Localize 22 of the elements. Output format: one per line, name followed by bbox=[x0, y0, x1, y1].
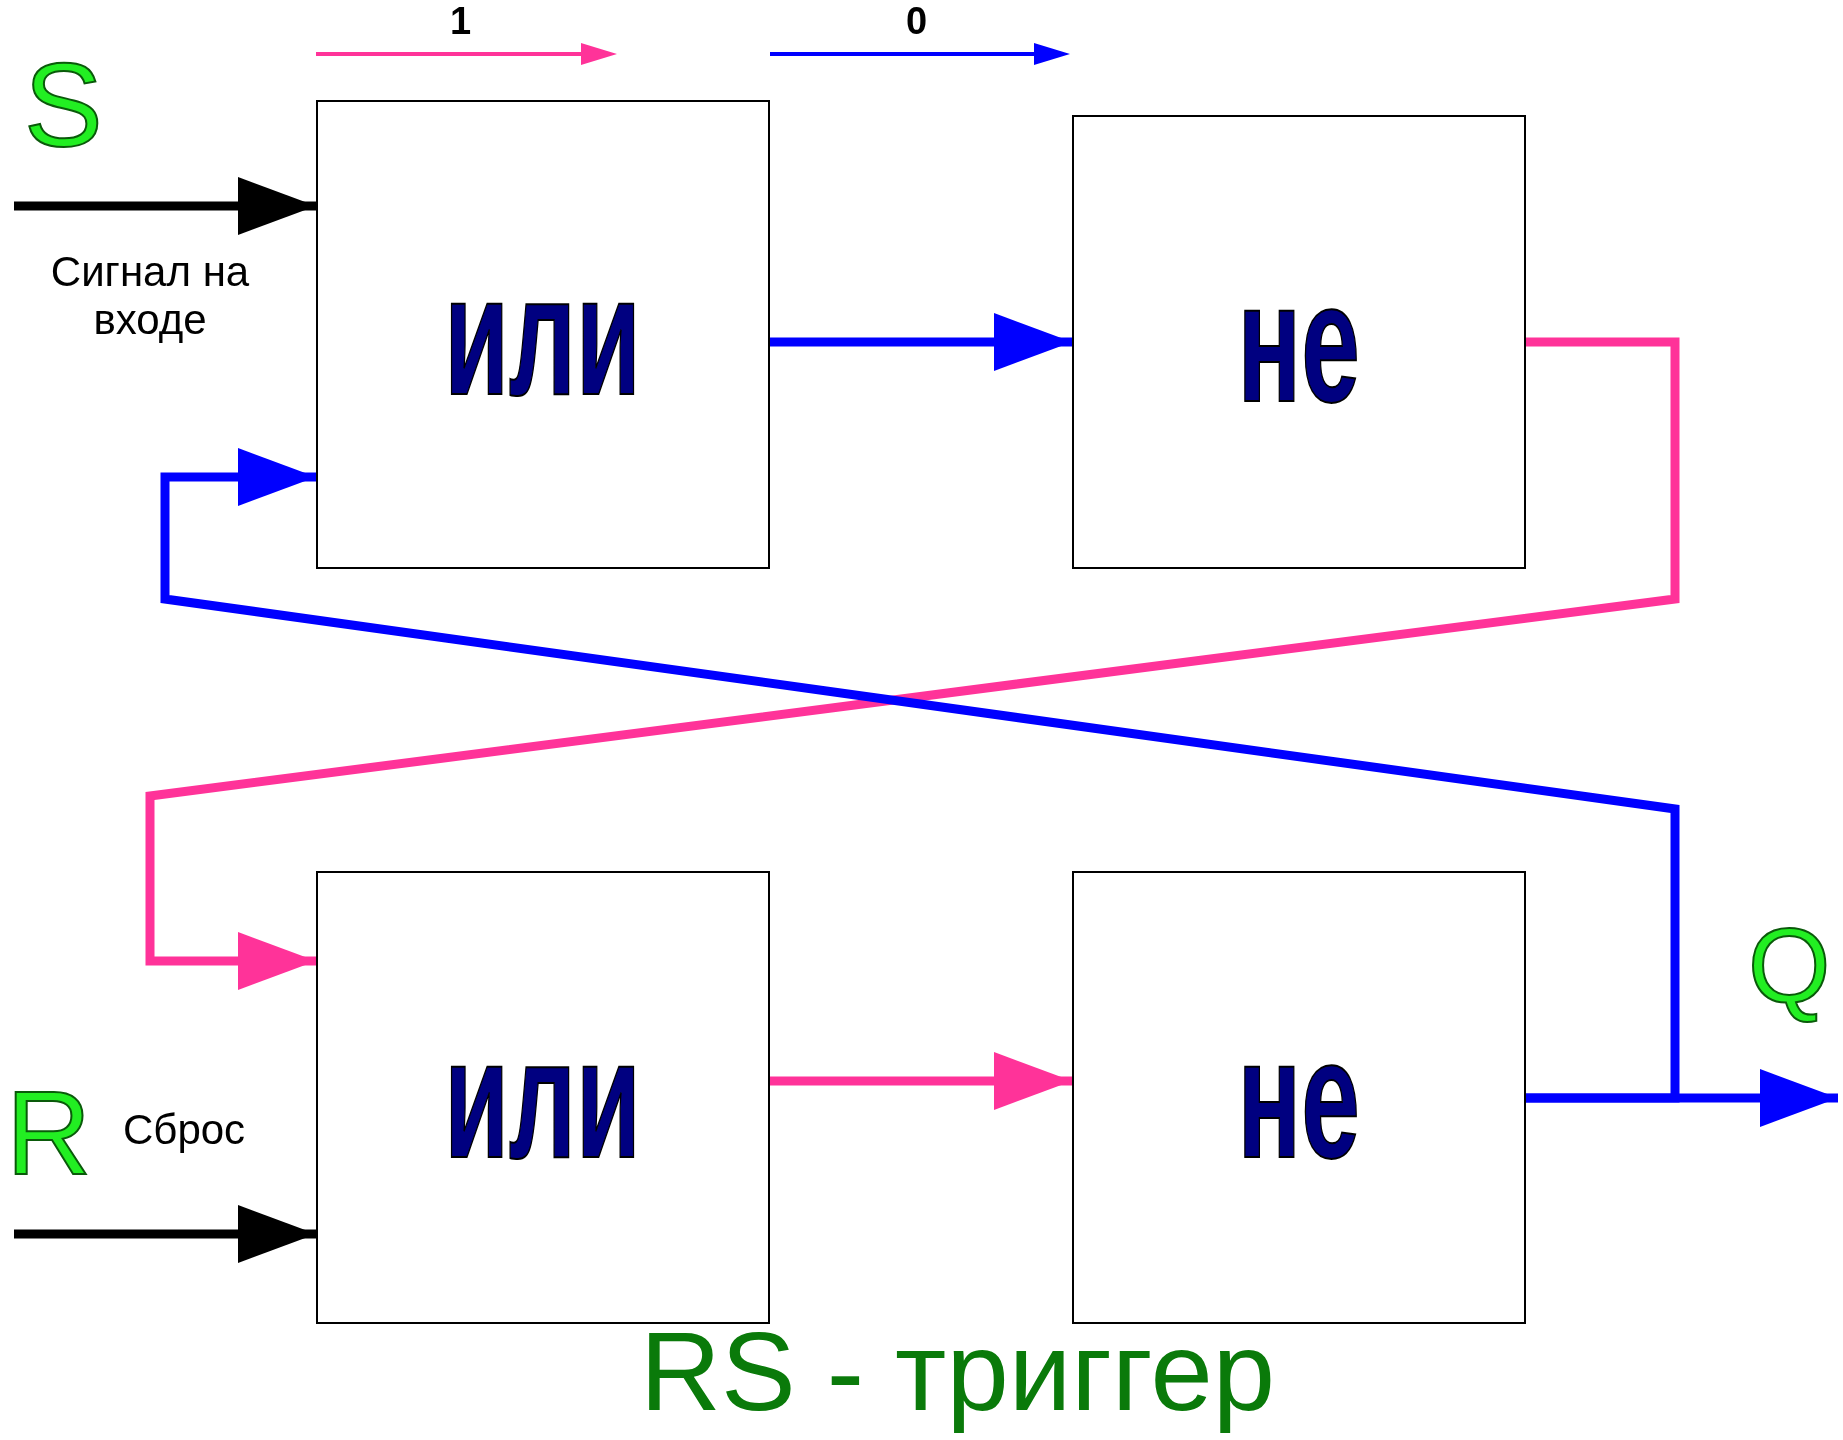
legend-label: 0 bbox=[906, 0, 928, 44]
signal-name: Q bbox=[1748, 905, 1831, 1026]
signal-caption: Сброс bbox=[123, 1106, 246, 1155]
arrow bbox=[14, 177, 316, 235]
signal-name: S bbox=[24, 38, 103, 173]
arrow bbox=[770, 313, 1072, 371]
arrow bbox=[1526, 1069, 1838, 1127]
gate-label: не bbox=[1237, 257, 1361, 427]
gate-label: не bbox=[1237, 1012, 1361, 1183]
arrow bbox=[770, 1052, 1072, 1110]
arrow bbox=[14, 1205, 316, 1263]
gate-label: или bbox=[444, 249, 642, 420]
legend-label: 1 bbox=[450, 0, 472, 44]
logic-gate-box bbox=[1072, 871, 1526, 1324]
logic-gate-box bbox=[316, 871, 770, 1324]
logic-gate-box bbox=[316, 100, 770, 569]
signal-caption: Сигнал на входе bbox=[49, 248, 251, 345]
logic-gate-box bbox=[1072, 115, 1526, 569]
gate-label: или bbox=[444, 1012, 642, 1183]
arrow bbox=[145, 337, 1680, 990]
diagram-title: RS - триггер bbox=[640, 1308, 1276, 1436]
signal-name: R bbox=[6, 1066, 92, 1201]
